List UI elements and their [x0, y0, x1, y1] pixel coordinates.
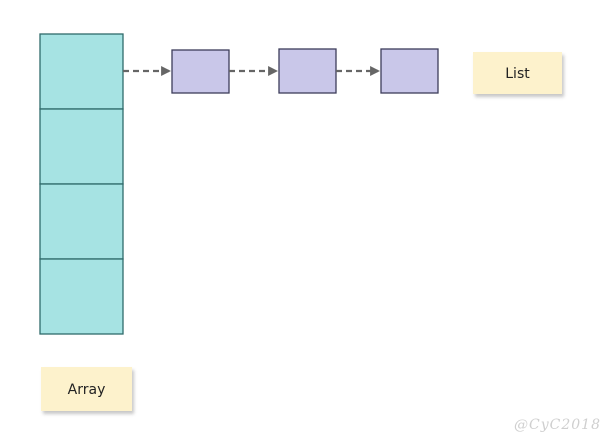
list-node-2: [278, 48, 337, 94]
list-label-box: [473, 52, 562, 94]
list-label-text: List: [505, 66, 530, 82]
list-label: List: [473, 52, 562, 94]
array: [39, 33, 124, 335]
array-cell-2: [39, 108, 124, 185]
linked-list: [123, 48, 439, 94]
array-cell-1: [39, 33, 124, 110]
array-label-box: [41, 367, 132, 411]
list-node-3: [380, 48, 439, 94]
array-label-text: Array: [68, 382, 106, 398]
array-cell-4: [39, 258, 124, 335]
list-node-1: [171, 49, 230, 94]
array-cell-3: [39, 183, 124, 260]
array-label: Array: [41, 367, 132, 411]
watermark: @CyC2018: [514, 417, 601, 433]
